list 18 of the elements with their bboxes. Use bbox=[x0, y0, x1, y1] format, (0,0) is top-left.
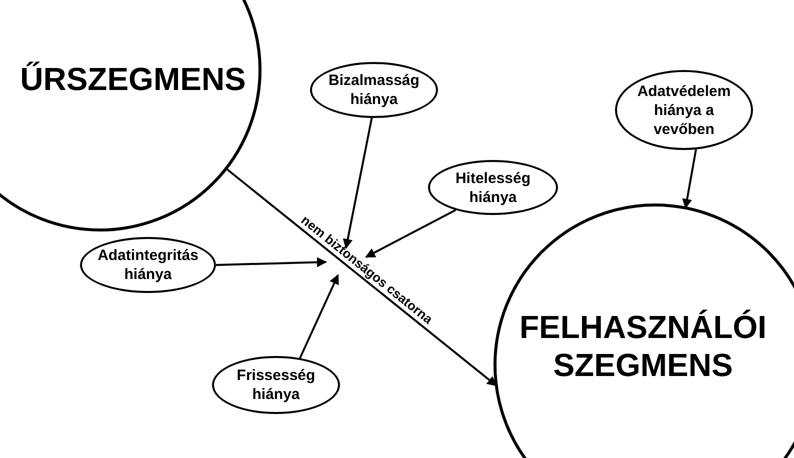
node-label: ŰRSZEGMENS bbox=[19, 60, 247, 98]
arrow bbox=[225, 168, 498, 386]
ellipse-node bbox=[310, 62, 438, 118]
node-label: Frissesség hiánya bbox=[236, 366, 316, 404]
node-label: FELHASZNÁLÓI SZEGMENS bbox=[518, 308, 768, 385]
ellipse-node bbox=[428, 160, 558, 215]
arrow bbox=[299, 274, 339, 359]
node-label: Adatvédelem hiánya a vevőben bbox=[636, 82, 732, 138]
node-label: Hitelesség hiánya bbox=[454, 168, 532, 206]
ellipse-node bbox=[615, 70, 753, 150]
arrow bbox=[365, 209, 456, 258]
arrow bbox=[342, 118, 373, 249]
ellipse-node bbox=[212, 356, 340, 414]
arrow bbox=[682, 149, 697, 209]
ellipse-node bbox=[80, 237, 216, 293]
node-label: Adatintegritás hiánya bbox=[96, 246, 200, 284]
node-label: Bizalmasság hiánya bbox=[328, 71, 420, 109]
arrow bbox=[216, 257, 327, 268]
